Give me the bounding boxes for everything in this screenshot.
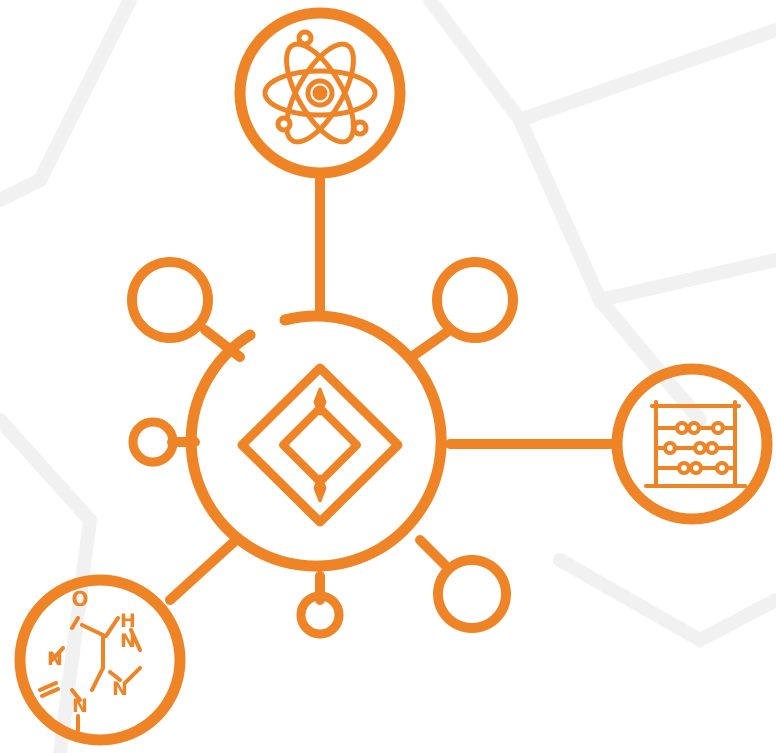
satellite-left bbox=[128, 417, 178, 467]
satellite-upper-right bbox=[432, 257, 518, 343]
molecule-label-o: O bbox=[71, 587, 88, 611]
bottom-left-node-circle bbox=[14, 574, 186, 746]
molecule-label-n-left: N bbox=[47, 648, 63, 670]
hub-circle bbox=[185, 310, 447, 572]
molecule-icon bbox=[38, 616, 142, 732]
molecule-label-n-right: N bbox=[112, 678, 128, 700]
molecule-atom-labels: O H N N N N bbox=[47, 587, 136, 717]
top-node-circle bbox=[234, 7, 406, 179]
abacus-icon bbox=[644, 400, 747, 488]
satellite-upper-left bbox=[127, 257, 213, 343]
connector-lower-right bbox=[415, 535, 450, 570]
connector-upper-right bbox=[405, 325, 455, 363]
molecule-label-h: H bbox=[120, 610, 136, 632]
satellite-bottom bbox=[296, 591, 344, 639]
molecule-label-n-bottom: N bbox=[72, 695, 88, 717]
connector-bottom-left bbox=[165, 535, 241, 605]
diamond-icon bbox=[237, 363, 403, 527]
right-node-circle bbox=[611, 363, 773, 525]
molecule-label-n-top: N bbox=[120, 630, 136, 652]
satellite-lower-right bbox=[433, 555, 511, 633]
atom-icon bbox=[262, 29, 378, 145]
